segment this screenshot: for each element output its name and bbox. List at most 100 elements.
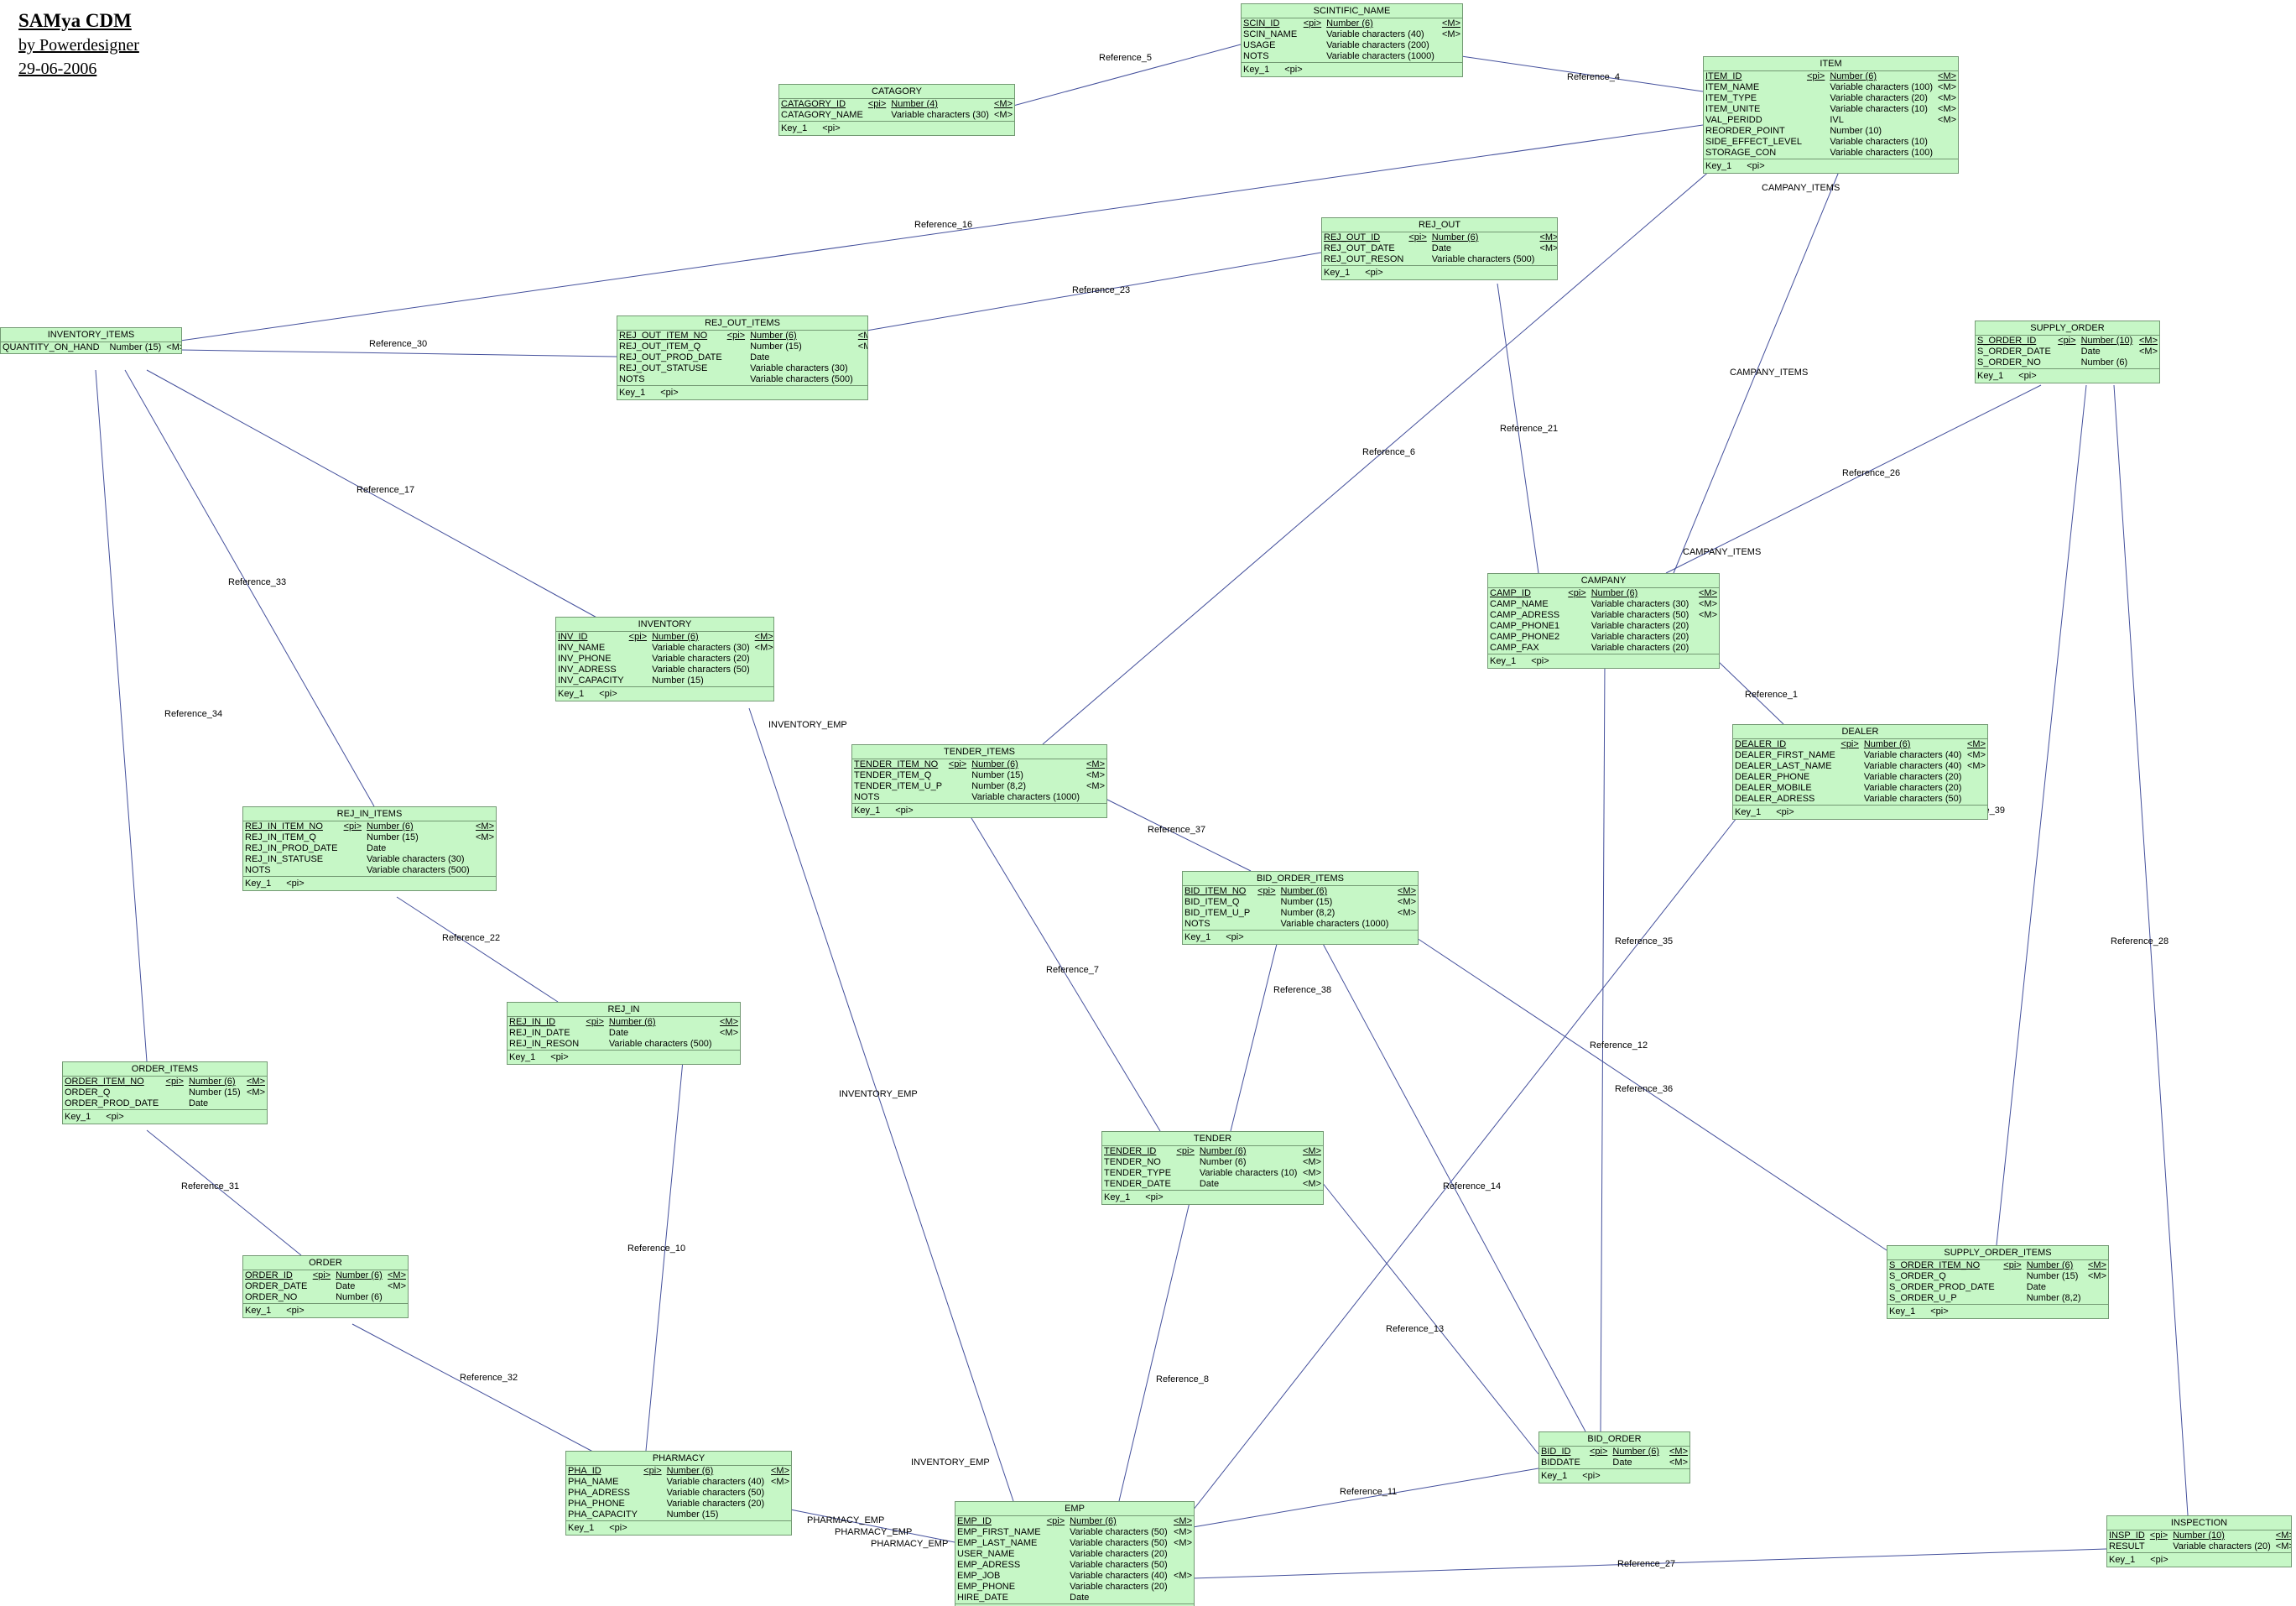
relationship-label-reference_31[interactable]: Reference_31 (181, 1181, 240, 1191)
relationship-label-reference_1[interactable]: Reference_1 (1745, 690, 1798, 700)
relationship-label-reference_32[interactable]: Reference_32 (460, 1373, 518, 1383)
relationship-label-pharmacy_emp-7[interactable]: PHARMACY_EMP (835, 1527, 913, 1537)
relationship-label-campany_items-0[interactable]: CAMPANY_ITEMS (1762, 183, 1840, 193)
relationship-line-reference_33[interactable] (124, 369, 375, 807)
relationship-label-inventory_emp-4[interactable]: INVENTORY_EMP (839, 1089, 918, 1099)
relationship-label-reference_37[interactable]: Reference_37 (1148, 825, 1206, 835)
relationship-line-reference_34[interactable] (95, 369, 148, 1062)
relationship-label-reference_5[interactable]: Reference_5 (1099, 53, 1152, 63)
relationship-label-inventory_emp-5[interactable]: INVENTORY_EMP (911, 1457, 990, 1468)
relationship-label-reference_36[interactable]: Reference_36 (1615, 1084, 1674, 1094)
relationship-line-reference_31[interactable] (146, 1129, 302, 1256)
relationship-line-reference_5[interactable] (1013, 44, 1242, 107)
relationship-label-reference_34[interactable]: Reference_34 (164, 709, 223, 719)
relationship-label-reference_10[interactable]: Reference_10 (627, 1244, 686, 1254)
relationship-label-reference_17[interactable]: Reference_17 (357, 485, 415, 495)
relationship-line-reference_23[interactable] (866, 252, 1322, 331)
relationship-label-inventory_emp-3[interactable]: INVENTORY_EMP (768, 720, 847, 730)
attribute-m: <M> (1086, 770, 1105, 780)
relationship-line-reference_14[interactable] (1320, 940, 1586, 1432)
relationship-line-reference_21[interactable] (1497, 283, 1539, 574)
relationship-line-reference_38[interactable] (1230, 940, 1278, 1132)
relationship-label-reference_22[interactable]: Reference_22 (442, 933, 501, 943)
relationship-label-reference_28[interactable]: Reference_28 (2111, 936, 2169, 946)
relationship-line-reference_11[interactable] (1192, 1468, 1539, 1528)
relationship-line-reference_1[interactable] (1717, 660, 1784, 725)
relationship-label-reference_6[interactable]: Reference_6 (1362, 447, 1415, 457)
relationship-label-reference_38[interactable]: Reference_38 (1273, 985, 1332, 995)
relationship-label-reference_27[interactable]: Reference_27 (1617, 1559, 1676, 1569)
relationship-line-reference_32[interactable] (351, 1323, 617, 1465)
relationship-label-pharmacy_emp-8[interactable]: PHARMACY_EMP (871, 1539, 949, 1549)
attribute-name: HIRE_DATE (957, 1593, 1008, 1603)
relationship-line-reference_27[interactable] (1192, 1548, 2107, 1579)
relationship-line-reference_37[interactable] (1105, 798, 1252, 872)
relationship-line-reference_4[interactable] (1460, 55, 1704, 92)
relationship-label-reference_7[interactable]: Reference_7 (1046, 965, 1099, 975)
relationship-line-reference_6[interactable] (1042, 169, 1711, 745)
relationship-label-campany_items-1[interactable]: CAMPANY_ITEMS (1730, 368, 1809, 378)
relationship-line-reference_30[interactable] (180, 349, 617, 357)
relationship-line-reference_22[interactable] (396, 896, 559, 1003)
relationship-label-reference_16[interactable]: Reference_16 (914, 220, 973, 230)
diagram-title: SAMya CDM (18, 10, 132, 31)
relationship-line-unnamed-5[interactable] (1673, 163, 1843, 574)
relationship-label-campany_items-2[interactable]: CAMPANY_ITEMS (1683, 547, 1762, 557)
relationship-line-ce_39[interactable] (1996, 384, 2087, 1246)
relationship-label-reference_33[interactable]: Reference_33 (228, 577, 287, 587)
relationship-label-pharmacy_emp-6[interactable]: PHARMACY_EMP (807, 1515, 885, 1525)
relationship-label-reference_11[interactable]: Reference_11 (1340, 1487, 1398, 1497)
relationship-line-reference_17[interactable] (146, 369, 617, 629)
relationship-label-reference_8[interactable]: Reference_8 (1156, 1374, 1209, 1384)
entity-title: SUPPLY_ORDER_ITEMS (1887, 1246, 2108, 1260)
attribute-pi (627, 675, 650, 686)
relationship-line-reference_28[interactable] (2113, 384, 2189, 1516)
relationship-line-reference_36[interactable] (1416, 937, 1895, 1256)
relationship-label-reference_23[interactable]: Reference_23 (1072, 285, 1131, 295)
relationship-line-unnamed-13[interactable] (748, 707, 1014, 1502)
relationship-line-unnamed-31[interactable] (789, 1509, 955, 1543)
relationship-label-reference_35[interactable]: Reference_35 (1615, 936, 1674, 946)
relationship-line-reference_26[interactable] (1665, 384, 2042, 574)
relationship-line-reference_12[interactable] (1192, 813, 1741, 1511)
relationship-label-reference_4[interactable]: Reference_4 (1567, 72, 1620, 82)
relationship-label-reference_13[interactable]: Reference_13 (1386, 1324, 1445, 1334)
relationship-line-reference_7[interactable] (968, 813, 1161, 1132)
relationship-label-reference_30[interactable]: Reference_30 (369, 339, 428, 349)
attribute-m (753, 675, 773, 686)
relationship-label-reference_12[interactable]: Reference_12 (1590, 1040, 1648, 1051)
relationship-line-reference_10[interactable] (645, 1060, 684, 1452)
relationship-label-reference_21[interactable]: Reference_21 (1500, 424, 1559, 434)
attribute-m: <M> (1302, 1157, 1321, 1167)
relationship-label-reference_26[interactable]: Reference_26 (1842, 468, 1901, 478)
relationship-line-reference_8[interactable] (1118, 1202, 1190, 1502)
relationship-line-reference_16[interactable] (180, 124, 1704, 342)
relationship-label-reference_14[interactable]: Reference_14 (1443, 1181, 1502, 1191)
relationship-line-reference_35[interactable] (1600, 662, 1606, 1432)
relationship-line-reference_13[interactable] (1321, 1181, 1539, 1455)
